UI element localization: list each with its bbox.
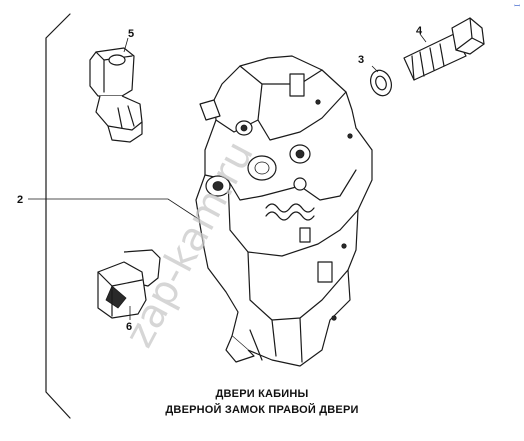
leader-lines [28, 33, 427, 320]
callout-5: 5 [128, 28, 134, 40]
caption-section-title: ДВЕРИ КАБИНЫ [215, 388, 309, 400]
callout-2: 2 [17, 194, 23, 206]
clip-upper-part [89, 47, 143, 143]
clip-lower-part [97, 249, 161, 319]
callout-6: 6 [126, 321, 132, 333]
callout-3: 3 [358, 54, 364, 66]
callout-labels: 2 3 4 5 6 [17, 25, 423, 333]
washer-part [370, 69, 392, 97]
corner-mark: ꟷ [514, 3, 520, 10]
door-lock-body [195, 55, 373, 367]
frame-bracket [45, 13, 71, 419]
callout-4: 4 [416, 25, 423, 37]
bolt-part [403, 17, 485, 81]
caption-assembly-title: ДВЕРНОЙ ЗАМОК ПРАВОЙ ДВЕРИ [165, 404, 359, 416]
